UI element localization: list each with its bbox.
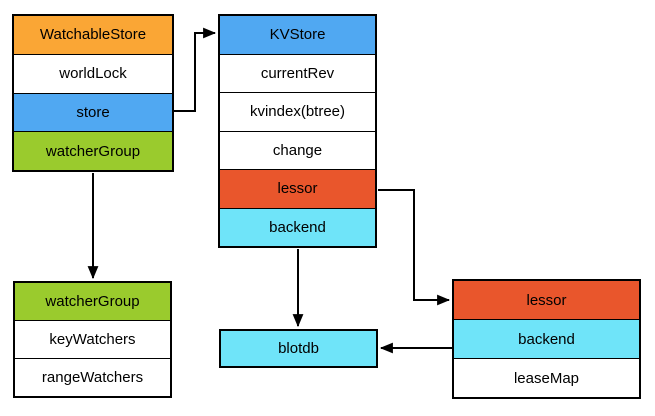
row-keywatchers: keyWatchers bbox=[15, 320, 170, 358]
box-lessor-box: lessor backend leaseMap bbox=[452, 279, 641, 399]
row-label-kvstore: KVStore bbox=[269, 26, 326, 44]
row-watchablestore: WatchableStore bbox=[14, 16, 172, 54]
row-currentrev: currentRev bbox=[220, 53, 375, 92]
row-lessor: lessor bbox=[220, 169, 375, 208]
box-watcher-group: watcherGroup keyWatchers rangeWatchers bbox=[13, 281, 172, 398]
row-label-rangewatchers: rangeWatchers bbox=[41, 369, 144, 386]
arrow-store-to-kvstore bbox=[174, 27, 217, 112]
row-rangewatchers: rangeWatchers bbox=[15, 358, 170, 396]
row-watchergroup: watcherGroup bbox=[15, 283, 170, 320]
row-leasemap: leaseMap bbox=[454, 358, 639, 397]
row-label-worldlock: worldLock bbox=[59, 65, 127, 83]
box-watchable-store: WatchableStore worldLock store watcherGroup bbox=[12, 14, 174, 172]
row-blotdb: blotdb bbox=[221, 331, 376, 366]
row-label-backend: backend bbox=[518, 330, 575, 348]
row-label-keywatchers: keyWatchers bbox=[49, 331, 136, 348]
row-worldlock: worldLock bbox=[14, 53, 172, 93]
row-watchergroup: watcherGroup bbox=[14, 131, 172, 170]
row-label-currentrev: currentRev bbox=[260, 64, 335, 82]
row-label-store: store bbox=[76, 103, 110, 121]
arrow-lessor-to-lessor bbox=[378, 189, 451, 306]
row-label-lessor: lessor bbox=[526, 291, 567, 309]
row-change: change bbox=[220, 130, 375, 169]
row-store: store bbox=[14, 92, 172, 132]
box-kvstore: KVStore currentRev kvindex(btree) change les… bbox=[218, 14, 377, 248]
row-label-lessor: lessor bbox=[277, 180, 318, 198]
row-lessor: lessor bbox=[454, 281, 639, 319]
row-kvstore: KVStore bbox=[220, 16, 375, 54]
row-backend: backend bbox=[454, 319, 639, 358]
row-backend: backend bbox=[220, 207, 375, 246]
row-label-backend: backend bbox=[269, 218, 326, 236]
row-label-watchergroup: watcherGroup bbox=[45, 293, 140, 310]
row-label-watchablestore: WatchableStore bbox=[39, 26, 147, 44]
row-label-leasemap: leaseMap bbox=[513, 369, 580, 387]
row-label-kvindex-btree: kvindex(btree) bbox=[249, 103, 346, 121]
row-kvindex-btree: kvindex(btree) bbox=[220, 92, 375, 131]
row-label-blotdb: blotdb bbox=[278, 340, 319, 357]
row-label-watchergroup: watcherGroup bbox=[45, 142, 141, 160]
box-blotdb: blotdb bbox=[219, 329, 378, 368]
row-label-change: change bbox=[272, 141, 323, 159]
